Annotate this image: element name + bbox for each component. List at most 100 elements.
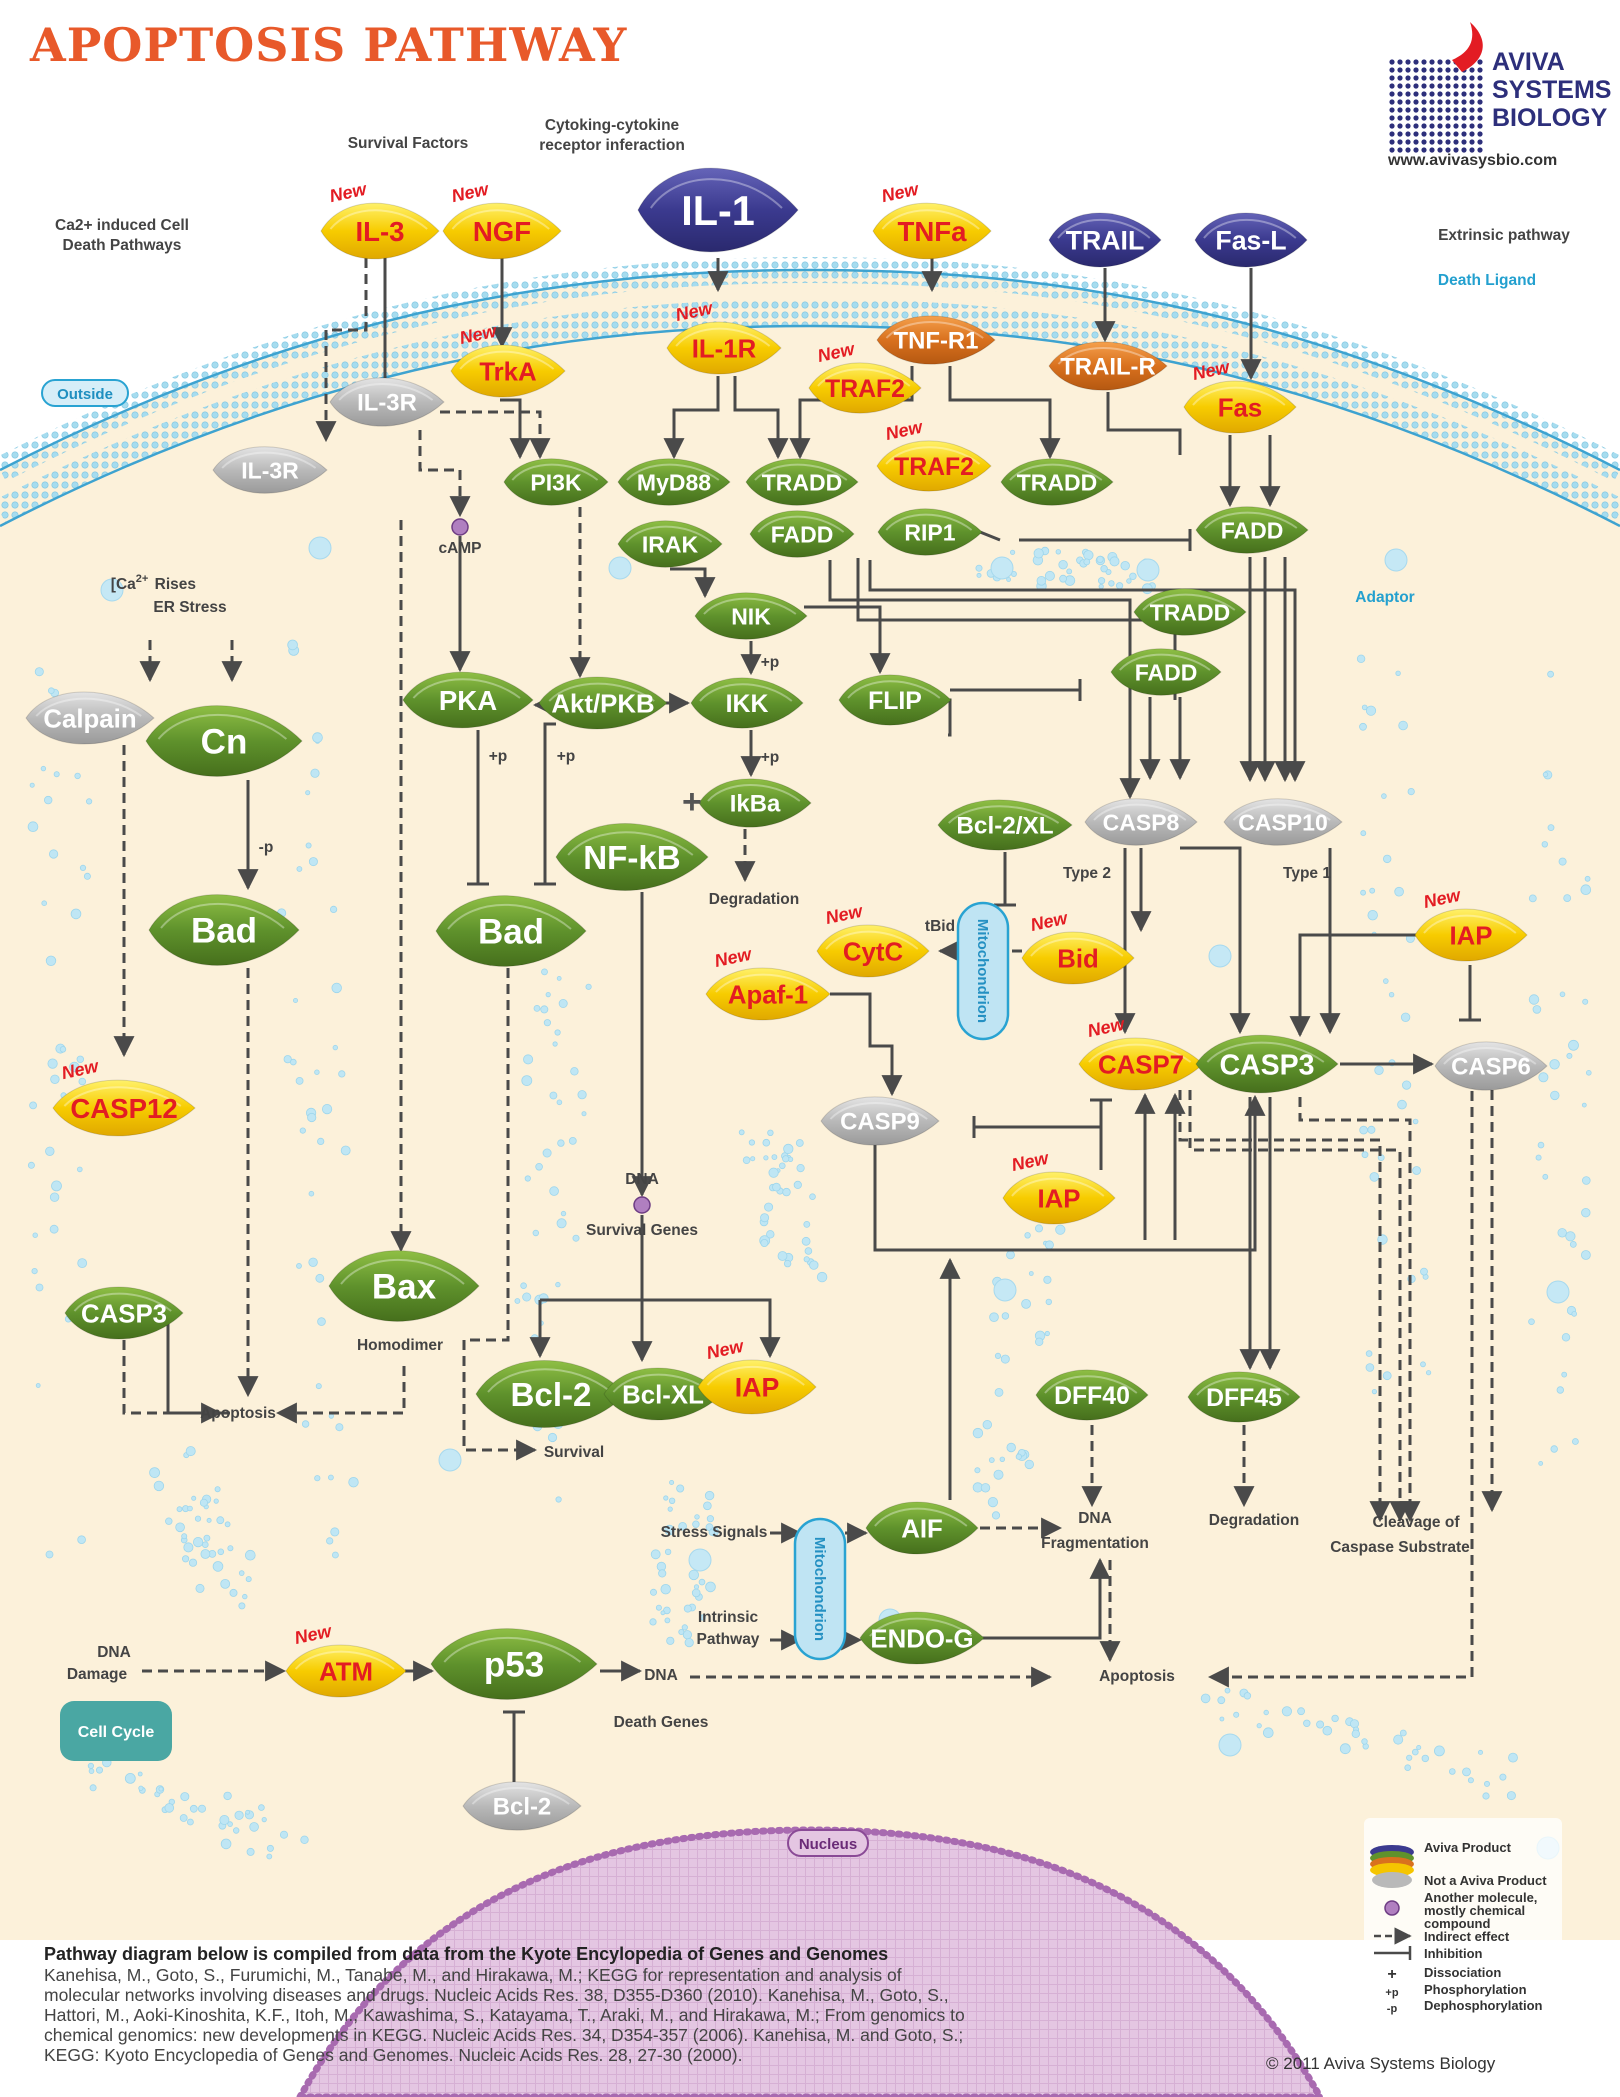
legend-aviva-icon <box>1370 1845 1414 1877</box>
new-badge: New <box>328 179 369 206</box>
footer-line-5: KEGG: Kyoto Encyclopedia of Genes and Ge… <box>44 2045 743 2065</box>
ca-rises-label: [Ca2+ Rises <box>111 573 196 593</box>
footer-heading: Pathway diagram below is compiled from d… <box>44 1944 889 1964</box>
node-bax: Bax <box>328 1250 480 1322</box>
node-label: Bcl-2/XL <box>956 813 1053 840</box>
node-label: TRADD <box>762 469 843 495</box>
pathway-edge <box>830 992 903 1097</box>
nucleus: Nucleus <box>295 1826 1325 2097</box>
ca2-label-2: Death Pathways <box>63 237 182 254</box>
node-label: CASP6 <box>1451 1054 1531 1081</box>
pathway-edge <box>1106 392 1182 455</box>
node-label: TNFa <box>898 216 968 247</box>
node-label: CASP9 <box>840 1109 920 1136</box>
legend-molecule-3: compound <box>1424 1916 1490 1931</box>
node-label: Cn <box>201 723 248 762</box>
node-label: Bid <box>1057 945 1099 973</box>
intrinsic-label-2: Pathway <box>697 1631 760 1648</box>
cell-cycle-badge: Cell Cycle <box>60 1701 172 1761</box>
node-label: Bcl-XL <box>622 1381 704 1409</box>
legend-inhibition: Inhibition <box>1424 1946 1483 1961</box>
node-fasl: Fas-L <box>1194 212 1308 268</box>
er-stress-label: ER Stress <box>153 599 226 616</box>
node-label: RIP1 <box>904 519 955 545</box>
node-label: ENDO-G <box>870 1625 973 1653</box>
node-label: IAP <box>735 1373 780 1403</box>
node-nik: NIK <box>694 592 808 640</box>
node-trail: TRAIL <box>1048 212 1162 268</box>
node-label: AIF <box>901 1515 943 1543</box>
node-ikk: IKK <box>690 677 804 729</box>
cytokine-label-1: Cytoking-cytokine <box>545 117 680 134</box>
node-label: CASP10 <box>1238 809 1327 835</box>
node-bcl2b: Bcl-2 <box>462 1781 582 1831</box>
node-label: CASP7 <box>1098 1051 1184 1079</box>
pathway-edge <box>828 560 1141 800</box>
node-label: IL-3R <box>357 390 417 417</box>
phos-label-pka: +p <box>489 748 508 765</box>
node-fadd3: FADD <box>1110 648 1222 696</box>
node-rip1: RIP1 <box>877 508 983 556</box>
pathway-edge <box>1188 1090 1411 1523</box>
node-myd88: MyD88 <box>617 458 731 506</box>
camp-label: cAMP <box>438 540 481 557</box>
legend-molecule-2: mostly chemical <box>1424 1903 1525 1918</box>
degradation-label-1: Degradation <box>709 891 799 908</box>
dna-fragmentation-label-1: DNA <box>1078 1510 1112 1527</box>
legend-molecule-icon <box>1384 1900 1400 1916</box>
node-label: TRAF2 <box>825 376 905 403</box>
legend-inhibition-icon <box>1374 1946 1412 1960</box>
legend-dephosphorylation: Dephosphorylation <box>1424 1998 1543 2013</box>
pathway-edge <box>543 722 556 884</box>
dna-label-2: DNA <box>644 1667 678 1684</box>
footer-line-1: Kanehisa, M., Goto, S., Furumichi, M., T… <box>44 1965 902 1985</box>
camp-molecule-icon <box>451 518 469 536</box>
node-label: CASP8 <box>1103 809 1180 835</box>
node-nfkb: NF-kB <box>555 823 709 891</box>
node-fadd1: FADD <box>749 510 855 558</box>
outside-badge: Outside <box>41 379 129 407</box>
dissociation-plus: + <box>682 783 702 821</box>
ca2-label-1: Ca2+ induced Cell <box>55 217 189 234</box>
pathway-edge <box>733 376 789 460</box>
intrinsic-label-1: Intrinsic <box>698 1609 759 1626</box>
node-label: MyD88 <box>637 469 711 495</box>
node-label: PKA <box>439 685 497 716</box>
node-label: IL-1 <box>681 188 755 234</box>
pathway-edge <box>873 1094 1266 1252</box>
node-fadd2: FADD <box>1195 506 1309 554</box>
footer-line-2: molecular networks involving diseases an… <box>44 1985 949 2005</box>
apoptosis-label-2: Apoptosis <box>1099 1668 1175 1685</box>
node-aif: AIF <box>865 1501 979 1555</box>
pathway-edge <box>868 560 1306 783</box>
node-label: Bcl-2 <box>511 1377 592 1414</box>
dna-label-1: DNA <box>625 1171 659 1188</box>
node-label: p53 <box>484 1646 544 1685</box>
node-il3r2: IL-3R <box>212 446 328 494</box>
node-akt: Akt/PKB <box>538 676 668 730</box>
pathway-edge <box>980 1557 1111 1640</box>
node-label: NGF <box>473 216 531 247</box>
node-trailr: TRAIL-R <box>1048 341 1168 391</box>
logo-text: AVIVA SYSTEMS BIOLOGY <box>1492 48 1612 132</box>
node-label: Bad <box>478 913 544 952</box>
node-casp8: CASP8 <box>1084 798 1198 846</box>
mitochondrion-lower: Mitochondrion <box>793 1517 847 1661</box>
pathway-edge <box>275 1366 406 1424</box>
pathway-edge <box>1180 846 1251 1035</box>
node-casp3b: CASP3 <box>64 1286 184 1340</box>
small-molecules <box>451 518 651 1214</box>
pathway-edge <box>315 258 368 443</box>
node-casp10: CASP10 <box>1223 798 1343 846</box>
legend-indirect: Indirect effect <box>1424 1929 1510 1944</box>
node-tradd1: TRADD <box>745 458 859 506</box>
apoptosis-label-1: Apoptosis <box>200 1405 276 1422</box>
pathway-edge <box>1178 1090 1391 1523</box>
legend-phos-symbol: +p <box>1385 1987 1398 1999</box>
